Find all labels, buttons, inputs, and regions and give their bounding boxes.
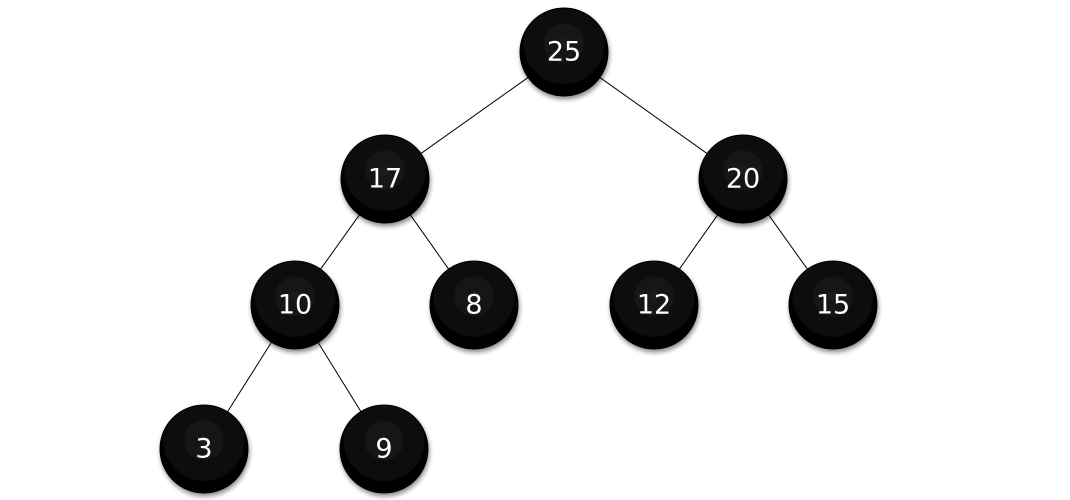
tree-node-8: 8	[429, 260, 519, 350]
tree-node-label: 20	[726, 164, 760, 195]
tree-node-12: 12	[609, 260, 699, 350]
tree-node-label: 15	[816, 290, 850, 321]
tree-node-label: 10	[278, 290, 312, 321]
tree-edges	[226, 75, 809, 414]
tree-node-label: 9	[375, 434, 392, 465]
tree-node-label: 3	[195, 434, 212, 465]
tree-node-9: 9	[339, 404, 429, 494]
tree-edge-10-9	[316, 340, 363, 414]
tree-node-17: 17	[340, 134, 430, 224]
tree-node-25: 25	[519, 7, 609, 97]
tree-edge-20-12	[677, 213, 720, 271]
tree-node-20: 20	[698, 134, 788, 224]
tree-edge-25-20	[597, 75, 710, 156]
tree-node-3: 3	[159, 404, 249, 494]
tree-edge-10-3	[226, 340, 273, 414]
tree-edge-20-15	[767, 212, 809, 272]
tree-nodes: 25 17 20 10 8 12 15 3	[159, 7, 878, 494]
tree-node-10: 10	[250, 260, 340, 350]
tree-edge-17-8	[408, 213, 451, 271]
tree-edge-25-17	[418, 75, 531, 156]
tree-node-label: 17	[368, 164, 402, 195]
tree-node-label: 8	[465, 290, 482, 321]
tree-node-label: 12	[637, 290, 671, 321]
tree-node-label: 25	[547, 37, 581, 68]
tree-node-15: 15	[788, 260, 878, 350]
tree-edge-17-10	[319, 212, 361, 272]
